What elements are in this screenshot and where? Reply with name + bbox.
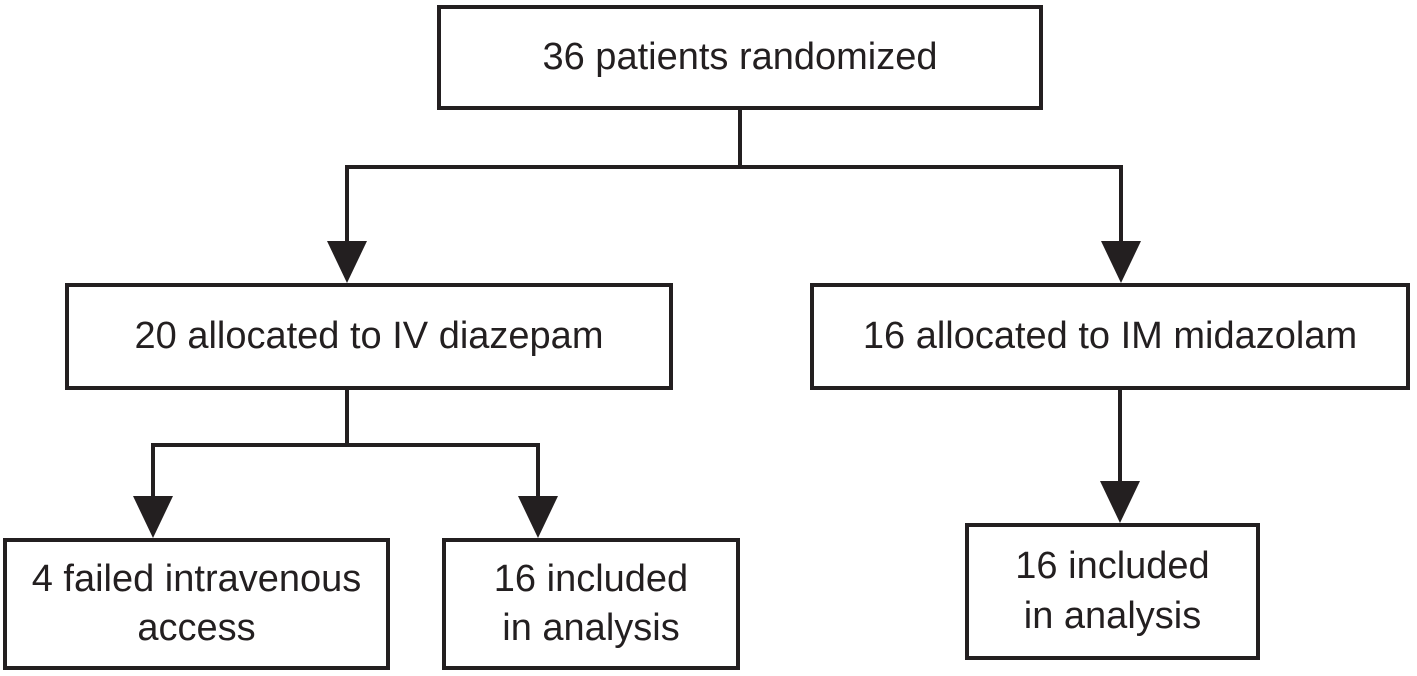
node-im-included-in-analysis: 16 included in analysis [965,523,1260,660]
connector-split-iv [151,443,540,447]
connector-im-stem [1118,390,1122,483]
arrow-down-icon [1100,481,1140,523]
connector-iv-stem [345,390,349,447]
connector-to-im [1119,165,1123,245]
arrow-down-icon [327,241,367,283]
connector-to-failed-access [151,443,155,498]
connector-split-top [345,165,1123,169]
node-failed-intravenous-access: 4 failed intravenous access [3,538,390,670]
arrow-down-icon [133,496,173,538]
node-allocated-im-midazolam: 16 allocated to IM midazolam [810,283,1410,390]
arrow-down-icon [1101,241,1141,283]
connector-root-stem [738,110,742,169]
connector-to-iv [345,165,349,245]
node-patients-randomized: 36 patients randomized [437,5,1043,110]
arrow-down-icon [518,496,558,538]
node-iv-included-in-analysis: 16 included in analysis [442,538,740,670]
node-allocated-iv-diazepam: 20 allocated to IV diazepam [65,283,673,390]
connector-to-iv-analysis [536,443,540,498]
